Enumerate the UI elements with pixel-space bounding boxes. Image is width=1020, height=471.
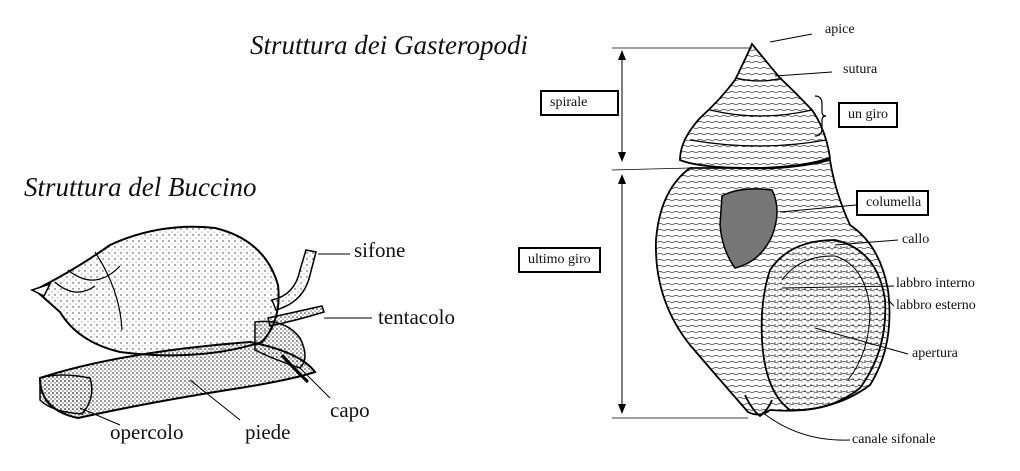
label-tentacolo: tentacolo <box>378 305 455 329</box>
shell-illustration <box>611 33 909 441</box>
label-labbro-esterno: labbro esterno <box>896 298 976 313</box>
label-callo: callo <box>902 232 930 247</box>
whelk-illustration <box>30 225 372 426</box>
whelk-siphon <box>270 249 317 311</box>
shell-spire <box>679 42 831 169</box>
label-capo: capo <box>330 398 370 422</box>
shell-columella <box>719 188 778 269</box>
page-title: Struttura dei Gasteropodi <box>250 30 529 60</box>
label-labbro-interno: labbro interno <box>896 276 975 291</box>
label-canale-sifonale: canale sifonale <box>852 432 936 447</box>
whelk-shell <box>33 225 280 357</box>
shell-siphonal-canal <box>744 394 773 418</box>
box-columella: columella <box>856 190 930 216</box>
box-spirale: spirale <box>540 90 620 116</box>
whelk-title: Struttura del Buccino <box>24 172 257 202</box>
box-un-giro: un giro <box>838 102 899 128</box>
shell-aperture <box>760 239 887 412</box>
box-ultimo-giro: ultimo giro <box>518 247 601 273</box>
label-apice: apice <box>825 22 855 37</box>
label-apertura: apertura <box>912 346 958 361</box>
label-sifone: sifone <box>354 238 406 262</box>
label-opercolo: opercolo <box>110 420 184 444</box>
label-piede: piede <box>245 420 291 444</box>
label-sutura: sutura <box>843 62 878 77</box>
whelk-operculum <box>39 374 93 415</box>
whelk-tentacle <box>267 305 325 327</box>
